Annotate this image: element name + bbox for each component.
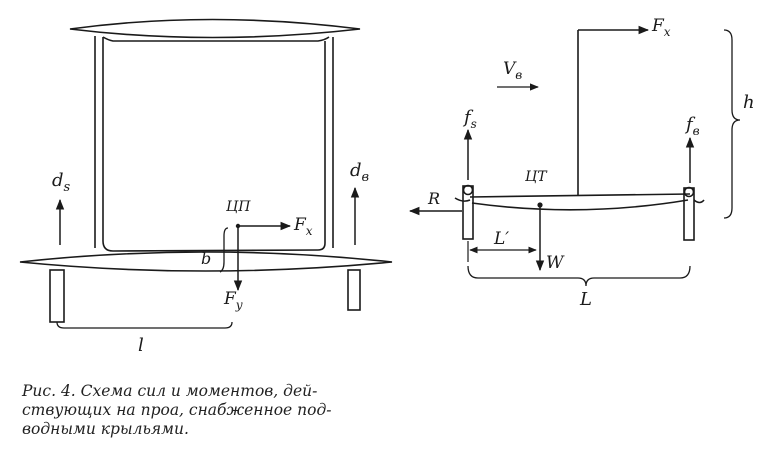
left-beam-inner <box>102 37 326 252</box>
label-fv: fв <box>684 114 700 138</box>
crossbar-lower <box>471 199 689 211</box>
label-d-s: ds <box>52 170 71 195</box>
label-d-v: dв <box>350 160 369 185</box>
label-cg: ЦТ <box>525 169 548 185</box>
label-fy: Fy <box>223 289 243 312</box>
caption-line-3: водными крыльями. <box>22 420 189 438</box>
crossbar <box>469 193 691 198</box>
label-h: h <box>743 92 755 113</box>
caption-line-2: ствующих на проа, снабженное под- <box>22 401 332 419</box>
top-view <box>19 18 393 323</box>
cg-point <box>537 202 543 208</box>
right-float <box>347 269 361 311</box>
label-l-prime: L′ <box>493 229 509 249</box>
label-fx-right: Fx <box>651 16 671 39</box>
label-fs: fs <box>462 107 477 131</box>
figure-caption: Рис. 4. Схема сил и моментов, дей- ствую… <box>22 382 402 439</box>
lower-hull <box>19 251 393 272</box>
label-l: l <box>138 335 144 356</box>
label-r: R <box>427 189 440 208</box>
label-w: W <box>546 253 565 273</box>
bracket-l <box>56 321 233 329</box>
side-view <box>454 30 705 241</box>
brace-L <box>467 265 691 287</box>
bracket-b <box>219 227 229 273</box>
label-fx-left: Fx <box>293 215 313 238</box>
label-b: b <box>201 249 211 268</box>
left-float <box>49 269 65 323</box>
label-L: L <box>579 289 592 310</box>
label-cp: ЦП <box>226 199 251 215</box>
label-vv: Vв <box>503 59 522 82</box>
caption-line-1: Рис. 4. Схема сил и моментов, дей- <box>22 382 318 400</box>
upper-hull <box>69 18 361 39</box>
brace-h <box>723 29 741 219</box>
